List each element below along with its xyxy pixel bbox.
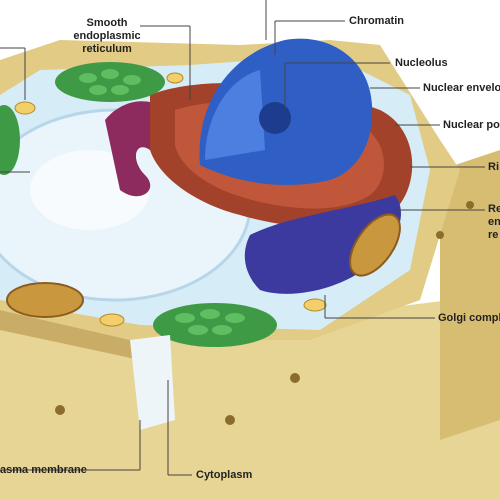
label-rough-er-line-2: en [488,216,500,228]
chloroplast-top [55,62,165,102]
label-chromatin: Chromatin [349,15,404,27]
cell-wall-front-edge [0,310,140,360]
label-rough-er-line-1: Re [488,203,500,215]
label-plasma-membrane: asma membrane [0,464,87,476]
label-ribosome: Ri [488,161,499,173]
cell-wall-right [440,150,500,440]
label-golgi: Golgi comple [438,312,500,324]
label-rough-er: Re en re [488,203,500,242]
grana-bottom [175,309,245,335]
label-nuclear-envelope: Nuclear envelo [423,82,500,94]
label-smooth-er: Smooth endoplasmic reticulum [72,17,142,56]
nucleolus [259,102,291,134]
plasma-membrane-strip [130,335,175,430]
chloroplast-bottom [153,303,277,347]
label-smooth-er-line-1: Smooth [86,17,128,29]
chloroplast-left [0,105,20,175]
label-smooth-er-line-2: endoplasmic [73,30,141,42]
label-rough-er-line-3: re [488,229,499,241]
label-nucleolus: Nucleolus [395,57,448,69]
grana-top [79,69,141,95]
mitochondrion-left [6,282,84,318]
label-cytoplasm: Cytoplasm [196,469,253,481]
vesicles [14,72,327,327]
leader-lines [0,0,485,476]
mitochondrion-right [349,213,401,277]
label-nuclear-pore: Nuclear por [443,119,500,131]
cell-wall-front [0,260,500,500]
label-smooth-er-line-3: reticulum [82,43,132,55]
pits [55,201,474,425]
nucleus-cut-face [205,70,265,160]
